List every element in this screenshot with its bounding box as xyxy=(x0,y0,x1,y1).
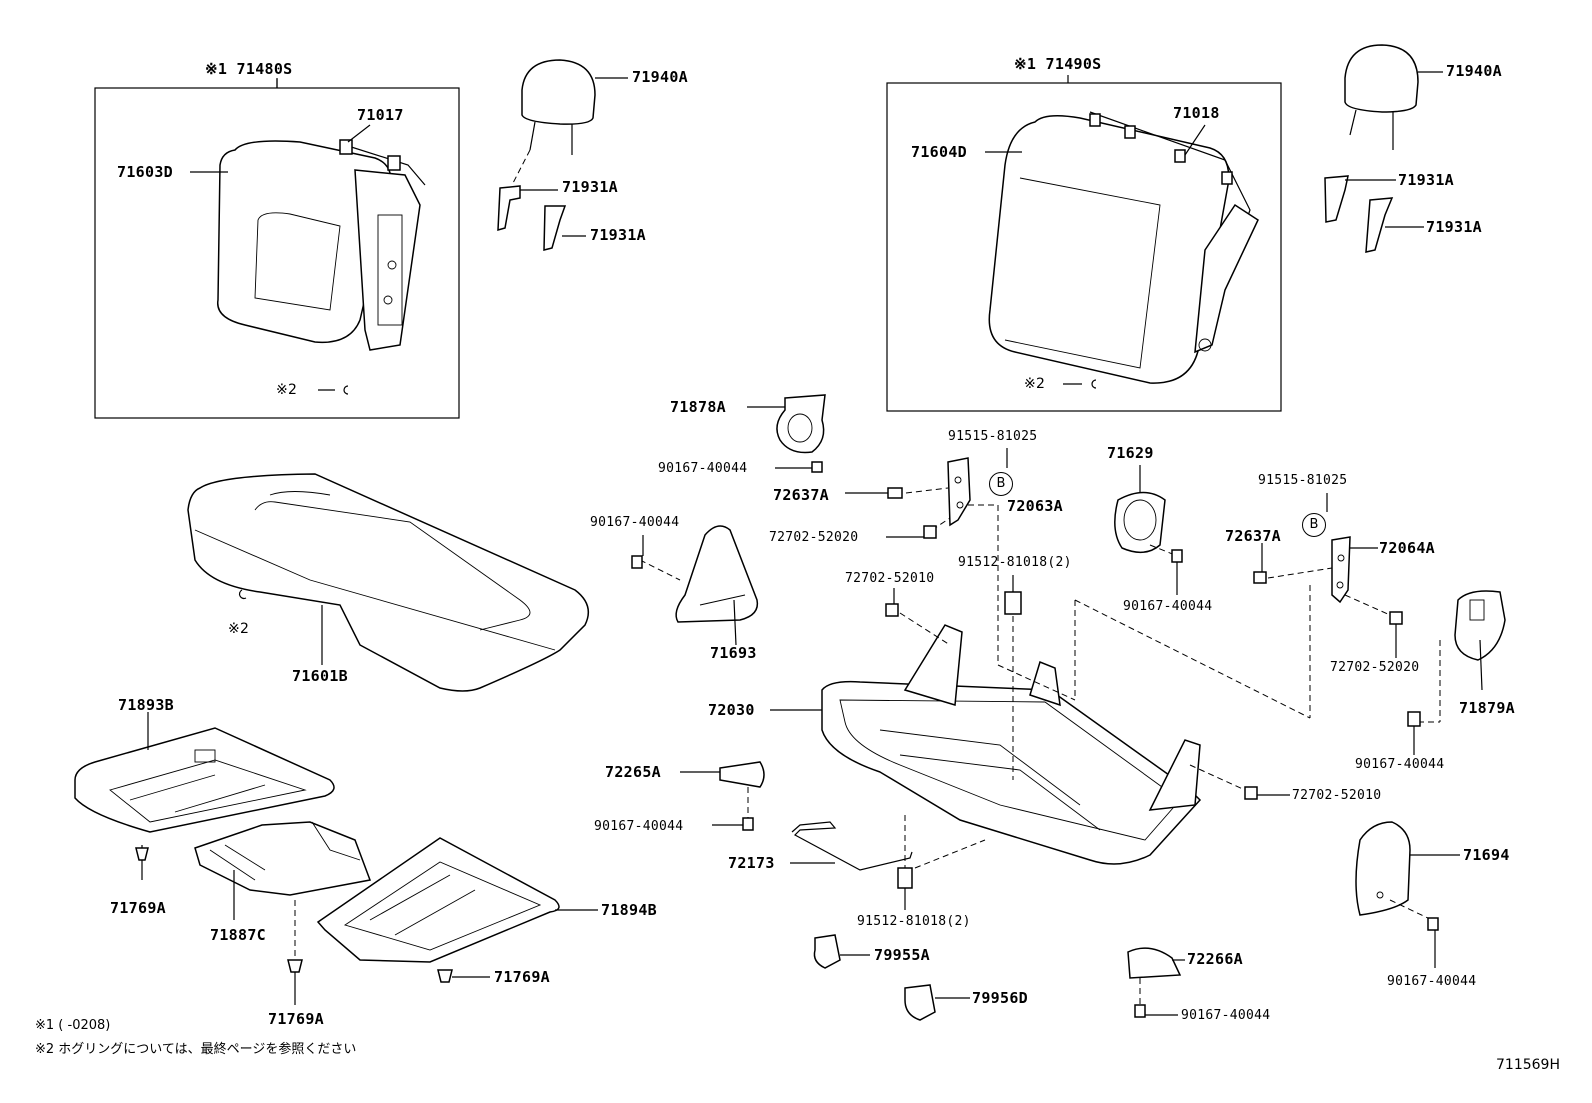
label-71490s: ※1 71490S xyxy=(1014,55,1102,73)
label-79956d: 79956D xyxy=(972,989,1028,1007)
label-91512-81018-a: 91512-81018(2) xyxy=(958,555,1072,570)
label-71629: 71629 xyxy=(1107,444,1154,462)
label-72702-52010-b: 72702-52010 xyxy=(1292,788,1382,803)
label-79955a: 79955A xyxy=(874,946,930,964)
right-seatback-pad xyxy=(988,115,1230,384)
label-72173: 72173 xyxy=(728,854,775,872)
footnote-1: ※1 ( -0208) xyxy=(35,1018,111,1033)
label-71878a: 71878A xyxy=(670,398,726,416)
label-72702-52020-a: 72702-52020 xyxy=(769,530,859,545)
label-72030: 72030 xyxy=(708,701,755,719)
label-72637a-left: 72637A xyxy=(773,486,829,504)
right-headrest xyxy=(1344,44,1419,113)
label-71940a-right: 71940A xyxy=(1446,62,1502,80)
label-72702-52010-a: 72702-52010 xyxy=(845,571,935,586)
hinge-72063a xyxy=(947,457,971,527)
label-71603d: 71603D xyxy=(117,163,173,181)
cap-72266a xyxy=(1127,947,1182,979)
bracket-79956d xyxy=(904,984,936,1021)
label-90167-40044-d: 90167-40044 xyxy=(1355,757,1445,772)
label-71604d: 71604D xyxy=(911,143,967,161)
label-71931a-left-2: 71931A xyxy=(590,226,646,244)
label-71879a: 71879A xyxy=(1459,699,1515,717)
label-71931a-right-2: 71931A xyxy=(1426,218,1482,236)
cover-71694 xyxy=(1355,821,1411,916)
cover-71629 xyxy=(1114,491,1166,554)
label-91515-81025-b: 91515-81025 xyxy=(1258,473,1348,488)
bracket-79955a xyxy=(813,934,841,969)
label-71769a-2: 71769A xyxy=(494,968,550,986)
label-72637a-right: 72637A xyxy=(1225,527,1281,545)
label-hog-ring-note-b: ※2 xyxy=(1024,376,1046,392)
left-headrest xyxy=(521,59,596,125)
label-72064a: 72064A xyxy=(1379,539,1435,557)
label-72063a: 72063A xyxy=(1007,497,1063,515)
undercover-71894b xyxy=(316,837,560,963)
figure-code: 711569H xyxy=(1496,1057,1560,1073)
seat-cushion xyxy=(187,473,590,692)
label-71931a-right-1: 71931A xyxy=(1398,171,1454,189)
left-seatback-pad xyxy=(217,140,392,344)
footnote-2: ※2 ホグリングについては、最終ページを参照ください xyxy=(35,1042,357,1057)
side-cover-71693 xyxy=(675,525,759,623)
label-71018: 71018 xyxy=(1173,104,1220,122)
label-71887c: 71887C xyxy=(210,926,266,944)
undercover-71893b xyxy=(74,727,335,833)
label-90167-40044-c: 90167-40044 xyxy=(1123,599,1213,614)
label-71480s: ※1 71480S xyxy=(205,60,293,78)
label-72265a: 72265A xyxy=(605,763,661,781)
label-72266a: 72266A xyxy=(1187,950,1243,968)
label-71940a-left: 71940A xyxy=(632,68,688,86)
bracket-71878a xyxy=(776,394,826,454)
rod-72173 xyxy=(791,821,913,871)
label-71017: 71017 xyxy=(357,106,404,124)
label-91515-81025-a: 91515-81025 xyxy=(948,429,1038,444)
label-71894b: 71894B xyxy=(601,901,657,919)
label-71893b: 71893B xyxy=(118,696,174,714)
label-90167-40044-b: 90167-40044 xyxy=(590,515,680,530)
label-71931a-left-1: 71931A xyxy=(562,178,618,196)
side-cover-71879a xyxy=(1454,590,1506,661)
label-71769a-3: 71769A xyxy=(268,1010,324,1028)
label-72702-52020-b: 72702-52020 xyxy=(1330,660,1420,675)
label-90167-40044-e: 90167-40044 xyxy=(594,819,684,834)
reference-b-left: B xyxy=(989,472,1013,496)
seat-frame-72030 xyxy=(821,680,1202,865)
label-90167-40044-f: 90167-40044 xyxy=(1387,974,1477,989)
reference-b-right: B xyxy=(1302,513,1326,537)
label-71694: 71694 xyxy=(1463,846,1510,864)
label-91512-81018-b: 91512-81018(2) xyxy=(857,914,971,929)
hinge-72064a xyxy=(1331,536,1351,604)
label-90167-40044-g: 90167-40044 xyxy=(1181,1008,1271,1023)
cap-72265a xyxy=(719,761,765,788)
label-hog-ring-note-c: ※2 xyxy=(228,621,250,637)
undercover-71887c xyxy=(194,821,372,896)
label-90167-40044-a: 90167-40044 xyxy=(658,461,748,476)
label-71601b: 71601B xyxy=(292,667,348,685)
label-71693: 71693 xyxy=(710,644,757,662)
right-seatback-box xyxy=(886,82,1282,412)
label-hog-ring-note-a: ※2 xyxy=(276,382,298,398)
label-71769a-1: 71769A xyxy=(110,899,166,917)
